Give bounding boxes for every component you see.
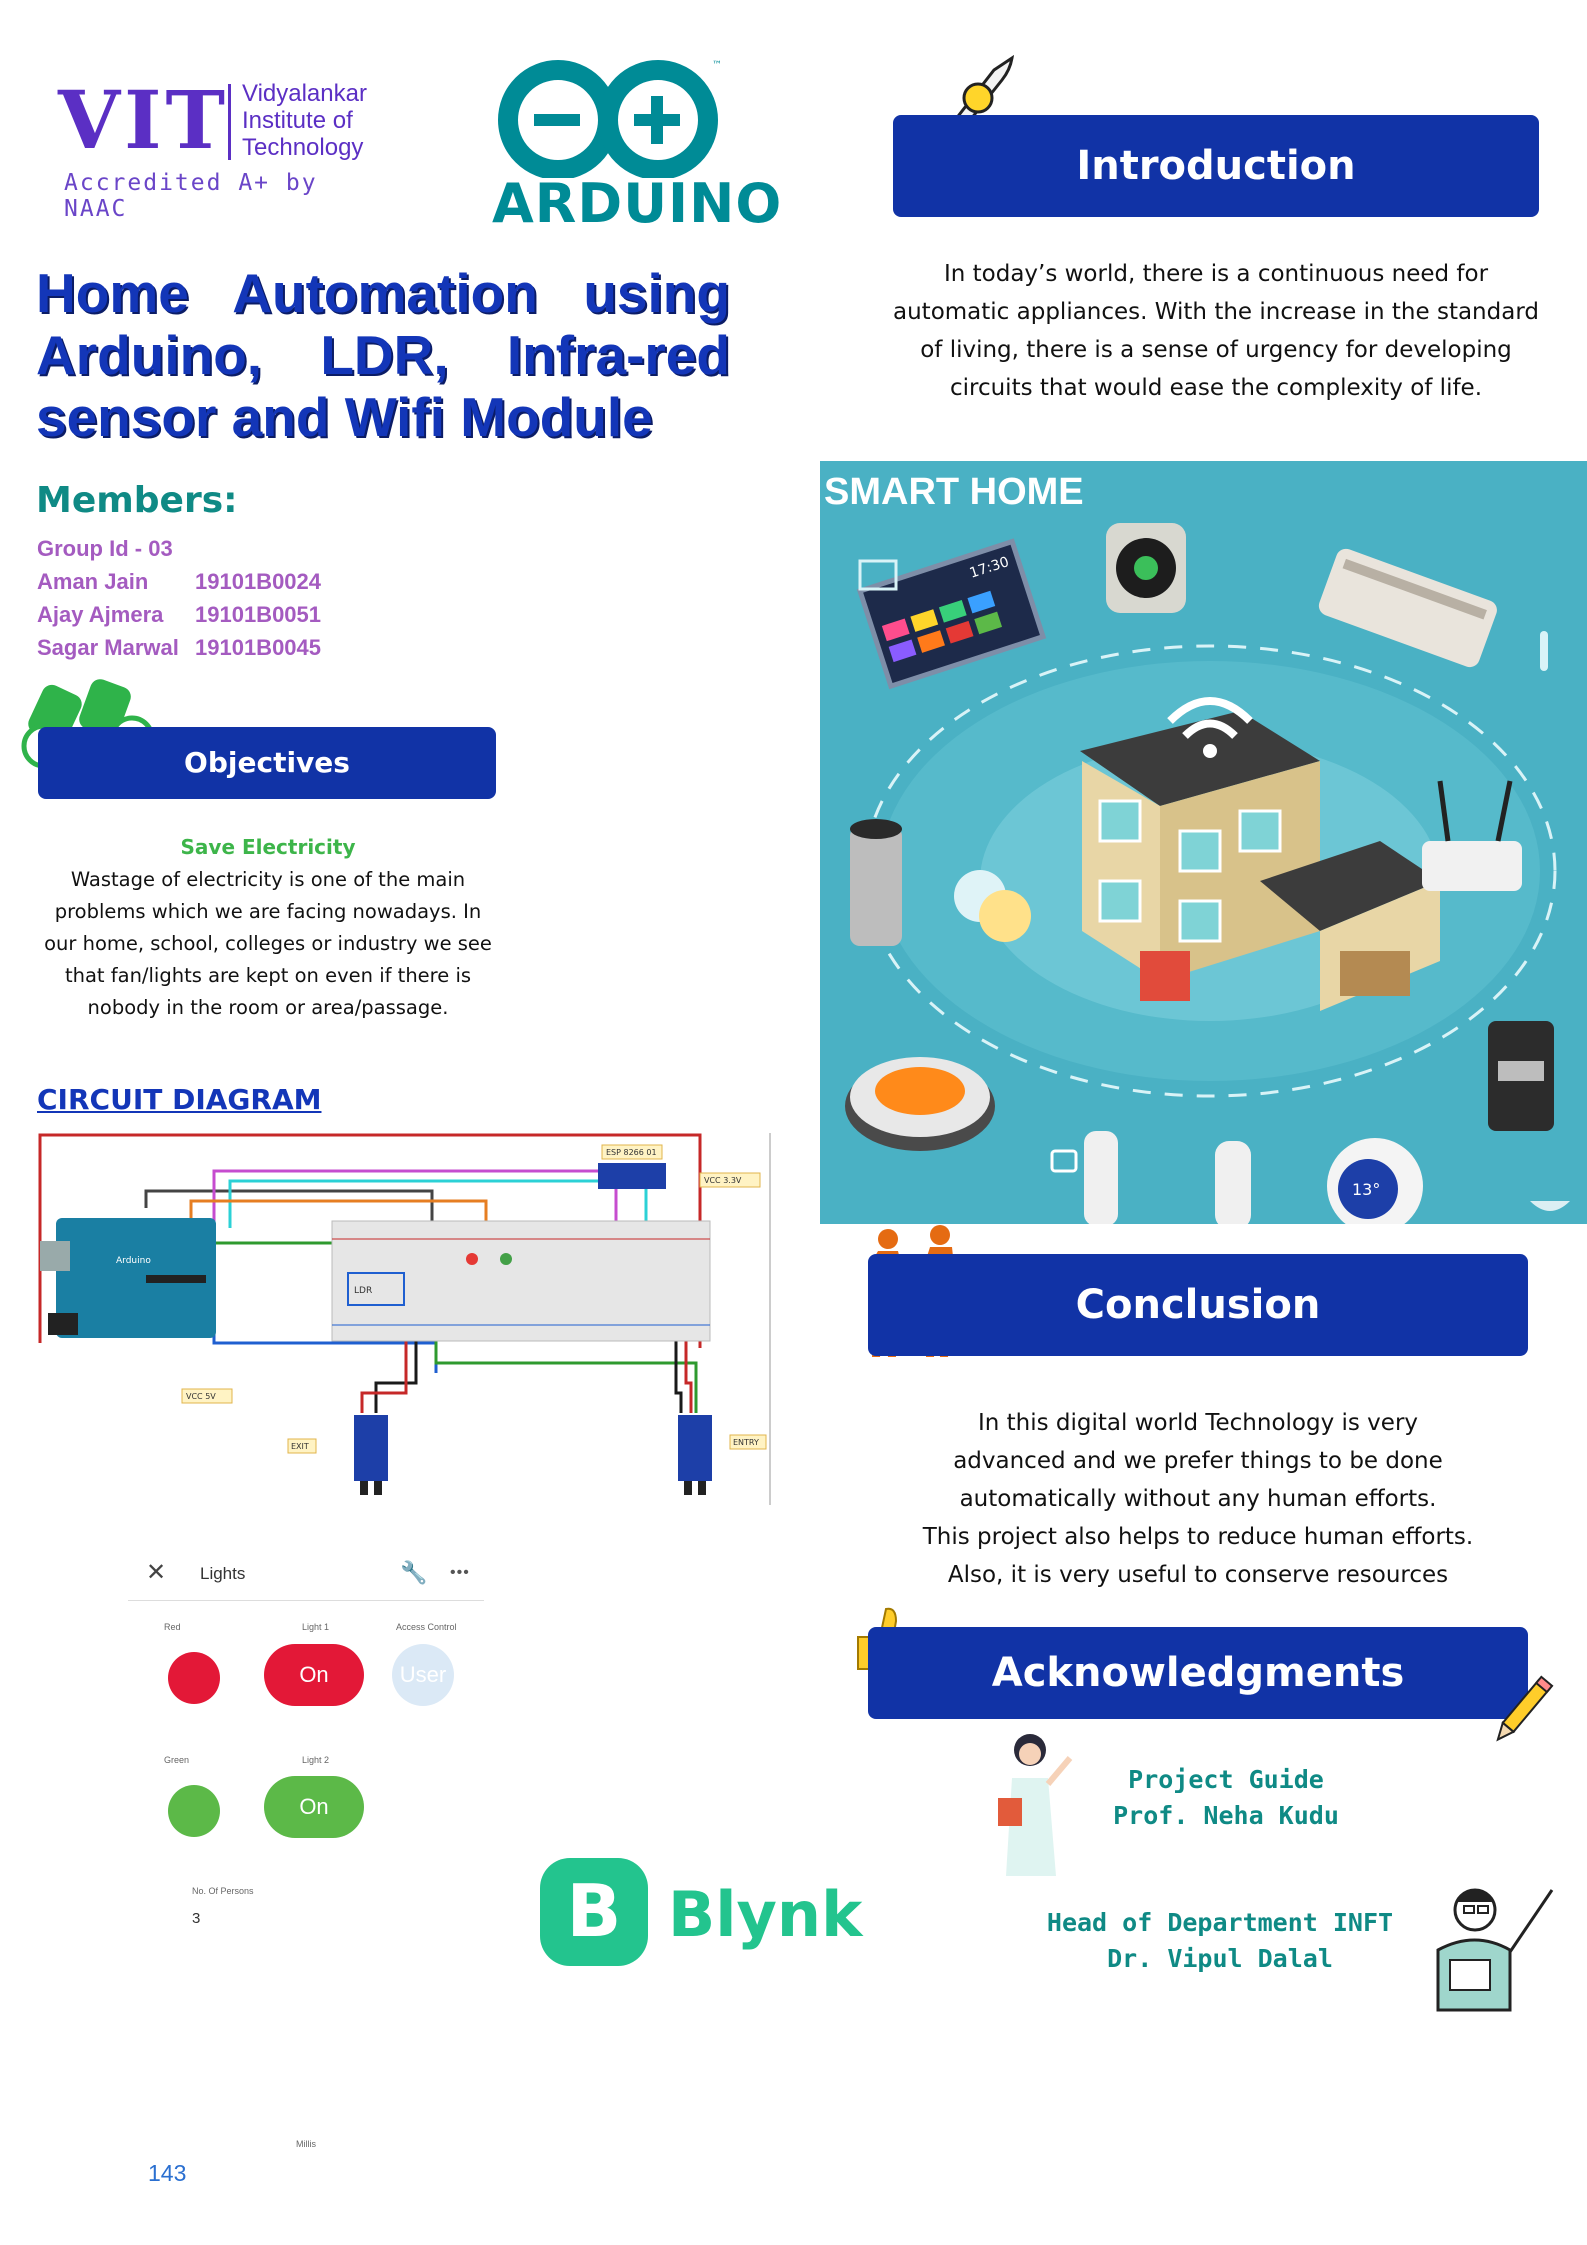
blynk-logo: B Blynk <box>538 1856 862 1976</box>
member-row: Ajay Ajmera 19101B0051 <box>37 602 321 628</box>
more-icon[interactable]: ••• <box>450 1564 470 1581</box>
light2-label: Light 2 <box>302 1755 330 1765</box>
millis-label: Millis <box>296 2139 316 2149</box>
access-control-label: Access Control <box>396 1622 457 1632</box>
smart-home-illustration: 17:30 <box>820 461 1587 1224</box>
poster-title: Home Automation using Arduino, LDR, Infr… <box>36 262 730 448</box>
blynk-b-icon: B <box>540 1858 648 1966</box>
objective-text: Wastage of electricity is one of the mai… <box>44 868 492 1019</box>
close-icon[interactable]: ✕ <box>146 1559 167 1586</box>
vcc5-label: VCC 5V <box>186 1392 216 1401</box>
svg-text:™: ™ <box>712 60 722 71</box>
persons-value: 3 <box>192 1910 201 1927</box>
acknowledgments-heading: Acknowledgments <box>868 1627 1528 1719</box>
circuit-heading: CIRCUIT DIAGRAM <box>37 1083 322 1116</box>
teacher-woman-icon <box>998 1734 1073 1876</box>
exit-label: EXIT <box>291 1442 309 1451</box>
red-label: Red <box>164 1622 181 1632</box>
hod-role: Head of Department INFT <box>1046 1908 1394 1937</box>
green-led-widget <box>168 1785 220 1837</box>
app-title: Lights <box>200 1564 246 1583</box>
member-id: 19101B0051 <box>195 602 322 627</box>
vit-divider <box>228 84 231 160</box>
arduino-wordmark: ARDUINO <box>492 172 783 235</box>
user-button[interactable]: User <box>392 1644 454 1706</box>
member-row: Aman Jain 19101B0024 <box>37 569 321 595</box>
blynk-app-screenshot: ✕ Lights 🔧 ••• Red Light 1 Access Contro… <box>128 1540 488 2180</box>
esp-label: ESP 8266 01 <box>606 1148 657 1157</box>
conclusion-heading: Conclusion <box>868 1254 1528 1356</box>
vcc33-label: VCC 3.3V <box>704 1176 742 1185</box>
wrench-icon[interactable]: 🔧 <box>400 1560 428 1585</box>
green-label: Green <box>164 1755 190 1765</box>
member-name: Ajay Ajmera <box>37 602 164 627</box>
pencil-icon <box>1496 1675 1554 1742</box>
red-led-widget <box>168 1652 220 1704</box>
entry-label: ENTRY <box>733 1438 759 1447</box>
vit-full-name: Vidyalankar Institute of Technology <box>242 80 367 161</box>
vit-logo: VIT Vidyalankar Institute of Technology … <box>58 72 378 222</box>
persons-label: No. Of Persons <box>192 1886 254 1896</box>
member-name: Sagar Marwal <box>37 635 179 660</box>
ldr-label: LDR <box>354 1286 372 1296</box>
light2-toggle[interactable]: On <box>264 1776 364 1838</box>
hod-name: Dr. Vipul Dalal <box>1107 1944 1333 1973</box>
millis-value: 143 <box>148 2160 187 2186</box>
objectives-heading: Objectives <box>38 727 496 799</box>
member-row: Sagar Marwal 19101B0045 <box>37 635 321 661</box>
conclusion-text: In this digital world Technology is very… <box>922 1410 1474 1588</box>
introduction-text: In today’s world, there is a continuous … <box>893 261 1539 401</box>
guide-name: Prof. Neha Kudu <box>1113 1801 1339 1830</box>
light1-toggle[interactable]: On <box>264 1644 364 1706</box>
circuit-diagram: ESP 8266 01 VCC 3.3V Arduino LDR VCC 5V … <box>36 1133 776 1505</box>
vit-logo-text: VIT <box>58 73 230 167</box>
member-name: Aman Jain <box>37 569 149 594</box>
member-id: 19101B0045 <box>195 635 322 660</box>
smart-home-title: SMART HOME <box>824 471 1084 513</box>
member-id: 19101B0024 <box>195 569 322 594</box>
light1-label: Light 1 <box>302 1622 330 1632</box>
arduino-logo: ™ ARDUINO <box>490 58 781 232</box>
vit-accreditation: Accredited A+ by NAAC <box>64 170 318 222</box>
weather-temp: 13° <box>1352 1180 1380 1199</box>
introduction-heading: Introduction <box>893 115 1539 217</box>
svg-text:B: B <box>567 1869 622 1953</box>
svg-text:Arduino: Arduino <box>116 1256 151 1266</box>
group-id: Group Id - 03 <box>37 536 173 561</box>
guide-role: Project Guide <box>1128 1765 1324 1794</box>
teacher-man-icon <box>1436 1888 1554 2012</box>
members-heading: Members: <box>36 480 238 521</box>
objective-subheading: Save Electricity <box>180 835 356 859</box>
arduino-infinity-icon: ™ <box>498 60 722 180</box>
divider <box>128 1600 484 1601</box>
blynk-wordmark: Blynk <box>668 1878 863 1951</box>
